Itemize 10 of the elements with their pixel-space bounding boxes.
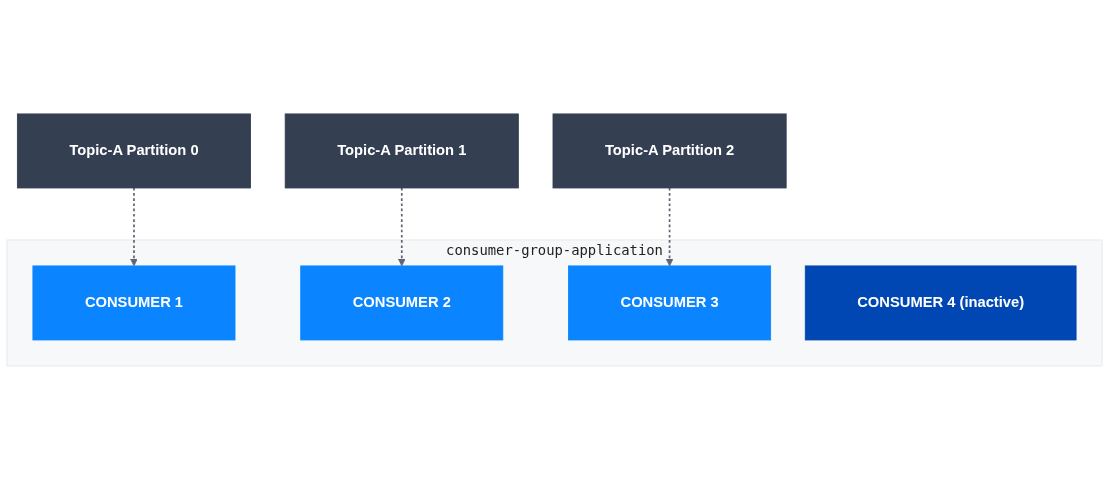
arrow bbox=[130, 187, 138, 267]
node-box: Topic-A Partition 0 bbox=[16, 113, 251, 189]
arrow bbox=[397, 187, 406, 267]
node-box: Topic-A Partition 1 bbox=[284, 113, 519, 189]
node-box: CONSUMER 3 bbox=[568, 265, 772, 341]
node-box: CONSUMER 1 bbox=[32, 265, 236, 341]
arrow bbox=[665, 187, 674, 267]
node-box: CONSUMER 2 bbox=[300, 265, 504, 341]
node-box: CONSUMER 4 (inactive) bbox=[804, 265, 1077, 341]
node-box: Topic-A Partition 2 bbox=[552, 113, 787, 189]
